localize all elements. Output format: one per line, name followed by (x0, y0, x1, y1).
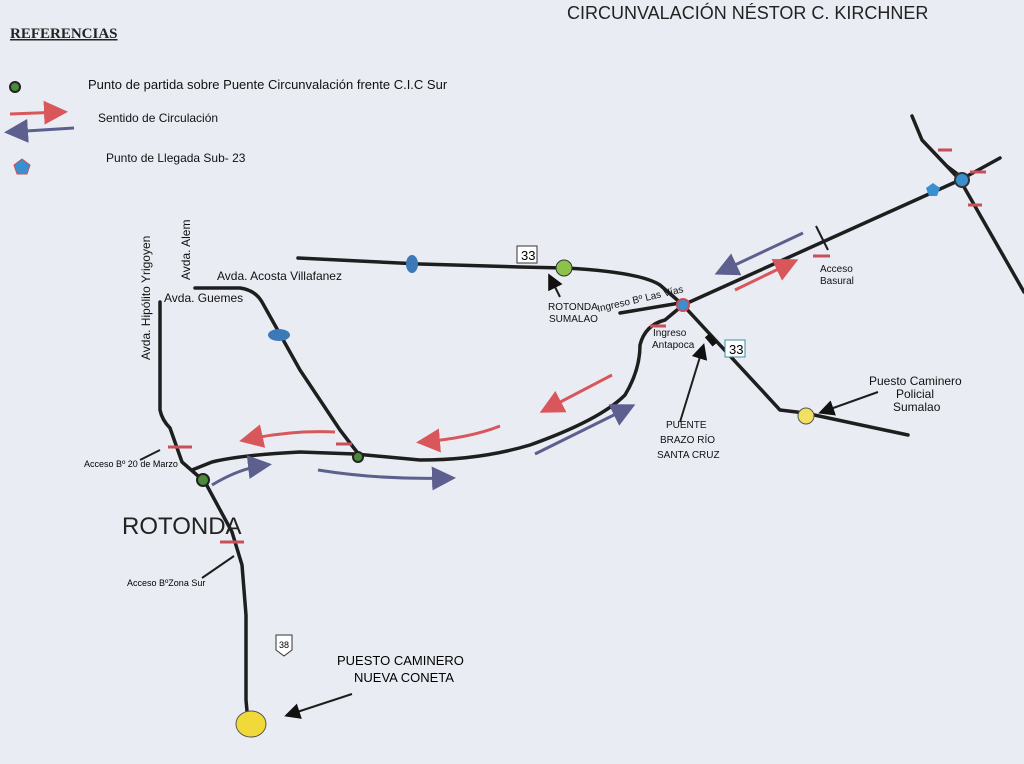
label-hipolito-yrigoyen: Avda. Hipólito Yrigoyen (139, 236, 153, 360)
red-arrow-icon (9, 100, 68, 125)
rotonda-sumalao-marker (555, 259, 573, 277)
red-arrow (734, 259, 799, 292)
svg-text:33: 33 (521, 248, 535, 263)
label-antapoca: Antapoca (652, 340, 695, 351)
label-rotonda: ROTONDA (122, 513, 242, 540)
start-point-icon (196, 473, 210, 487)
route-sign-38: 38 (275, 634, 293, 657)
label-basural: Acceso (820, 264, 853, 275)
label-rotonda-sumalao: SUMALAO (549, 314, 598, 325)
checkpoint-coneta-icon (235, 710, 267, 738)
start-point-icon (9, 81, 21, 93)
map-title: CIRCUNVALACIÓN NÉSTOR C. KIRCHNER (567, 2, 928, 23)
road-route-33 (681, 303, 910, 437)
arrival-point-icon (926, 183, 940, 196)
label-puente: PUENTE (666, 420, 707, 431)
blue-marker (406, 255, 418, 273)
svg-text:33: 33 (729, 342, 743, 357)
legend-start-label: Punto de partida sobre Puente Circunvala… (88, 77, 448, 92)
red-arrow (416, 424, 501, 453)
road-north (296, 256, 685, 307)
label-acceso-20-marzo: Acceso Bº 20 de Marzo (84, 459, 178, 469)
label-puente: BRAZO RÍO (660, 433, 715, 446)
access-barriers (168, 148, 986, 544)
label-basural: Basural (820, 276, 854, 287)
blue-arrow (317, 466, 456, 491)
roundabout-marker (676, 298, 690, 312)
road-main-connector (190, 303, 685, 472)
label-policial: Policial (896, 387, 934, 401)
roundabout-marker (954, 172, 970, 188)
checkpoint-policial-icon (797, 407, 815, 425)
legend-heading: REFERENCIAS (10, 26, 118, 42)
red-arrow (239, 424, 336, 448)
direction-arrows (211, 231, 804, 491)
blue-arrow (211, 455, 272, 487)
red-arrow (539, 373, 613, 413)
label-nueva-coneta: NUEVA CONETA (354, 670, 454, 685)
svg-text:38: 38 (279, 640, 289, 650)
label-guemes: Avda. Guemes (164, 291, 243, 305)
blue-arrow (714, 231, 804, 276)
blue-arrow (534, 404, 636, 456)
label-acosta-villafanez: Avda. Acosta Villafanez (217, 269, 342, 283)
legend-direction-label: Sentido de Circulación (98, 111, 218, 125)
legend: REFERENCIAS Punto de partida sobre Puent… (4, 26, 448, 175)
label-alem: Avda. Alem (179, 220, 193, 280)
blue-arrow-icon (4, 118, 75, 143)
label-acceso-zona-sur: Acceso BºZona Sur (127, 578, 205, 588)
road-hipolito-yrigoyen (158, 300, 250, 724)
start-point-icon (352, 451, 364, 463)
label-antapoca: Ingreso (653, 328, 687, 339)
route-sign-33: 33 (516, 245, 538, 264)
label-rotonda-sumalao: ROTONDA (548, 302, 598, 313)
arrival-point-icon (13, 158, 31, 175)
bridge-icon (704, 333, 718, 347)
blue-marker (268, 329, 290, 341)
label-policial: Sumalao (893, 400, 941, 414)
road-las-vias (618, 301, 682, 315)
roads (139, 114, 1024, 724)
route-sign-33: 33 (724, 339, 746, 358)
label-policial: Puesto Caminero (869, 374, 962, 388)
label-puente: SANTA CRUZ (657, 450, 720, 461)
label-nueva-coneta: PUESTO CAMINERO (337, 653, 464, 668)
road-acosta-villafanez (193, 286, 362, 458)
legend-arrival-label: Punto de Llegada Sub- 23 (106, 151, 246, 165)
